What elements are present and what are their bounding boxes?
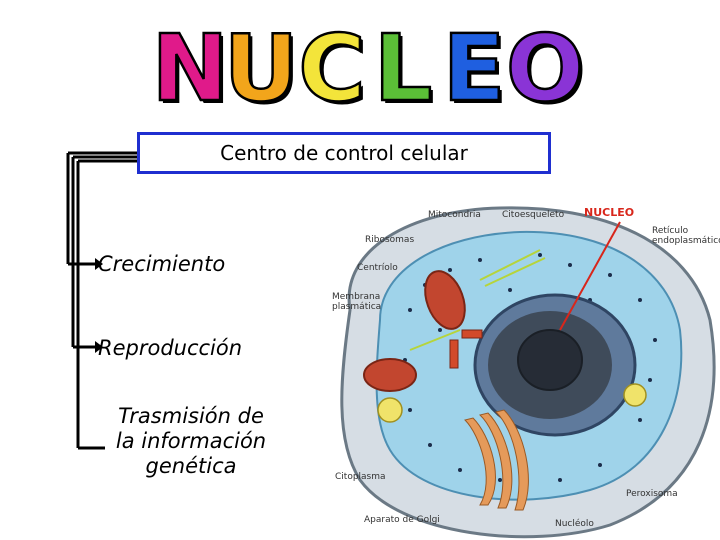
centriole-2: [461, 329, 483, 339]
label-golgi: Aparato de Golgi: [364, 515, 440, 525]
cell-illustration: [340, 206, 716, 539]
label-citoplasma: Citoplasma: [335, 472, 386, 482]
subtitle-text: Centro de control celular: [220, 141, 468, 165]
cytoskeleton: [409, 249, 546, 351]
item-trasmision-line2: la información: [115, 429, 267, 454]
arrow-reproduccion: [95, 341, 103, 353]
label-reticulo-1: Retículo: [652, 226, 689, 236]
golgi-apparatus: [464, 409, 529, 511]
ribosomes: [403, 253, 657, 482]
title-letter: O: [506, 15, 584, 110]
item-reproduccion: Reproducción: [98, 336, 243, 360]
title-letter: N: [152, 15, 229, 110]
subtitle-box: Centro de control celular: [137, 132, 551, 174]
title-letter: E: [443, 15, 506, 110]
title-letter-shadow: U: [227, 18, 302, 110]
item-trasmision-line1: Trasmisión de: [118, 404, 264, 428]
label-citoesqueleto: Citoesqueleto: [502, 210, 565, 220]
vesicle: [377, 397, 403, 423]
label-reticulo-2: endoplasmático: [652, 235, 720, 246]
title-letter-shadow: E: [446, 18, 509, 110]
item-trasmision: Trasmisión de la información genética: [107, 404, 275, 480]
label-membrana-1: Membrana: [332, 292, 381, 302]
title-letter: U: [224, 15, 299, 110]
label-nucleo: NUCLEO: [584, 206, 635, 219]
mitochondrion: [424, 270, 466, 330]
peroxisome: [623, 383, 647, 407]
label-nucleolo: Nucléolo: [555, 519, 594, 529]
label-ribosomas: Ribosomas: [365, 235, 415, 245]
centriole: [449, 339, 459, 369]
arrow-crecimiento: [95, 258, 103, 270]
nucleus-pointer: [559, 221, 621, 331]
title-letter-shadow: O: [509, 18, 587, 110]
title-letter: L: [374, 15, 433, 110]
title-letter-shadow: N: [155, 18, 232, 110]
title-letter-shadow: L: [377, 18, 436, 110]
nucleolus: [517, 329, 583, 391]
label-peroxisoma: Peroxisoma: [626, 489, 678, 499]
mitochondrion-2: [363, 358, 417, 392]
label-centriolo: Centríolo: [357, 263, 398, 273]
label-mitocondria: Mitocondria: [428, 210, 481, 220]
label-membrana: Membrana plasmática: [332, 292, 382, 313]
item-trasmision-line3: genética: [145, 454, 237, 479]
label-membrana-2: plasmática: [332, 301, 382, 312]
label-reticulo: Retículo endoplasmático: [652, 226, 720, 247]
title-letter: C: [298, 15, 366, 110]
title-letter-shadow: C: [301, 18, 369, 110]
item-crecimiento: Crecimiento: [98, 252, 226, 276]
